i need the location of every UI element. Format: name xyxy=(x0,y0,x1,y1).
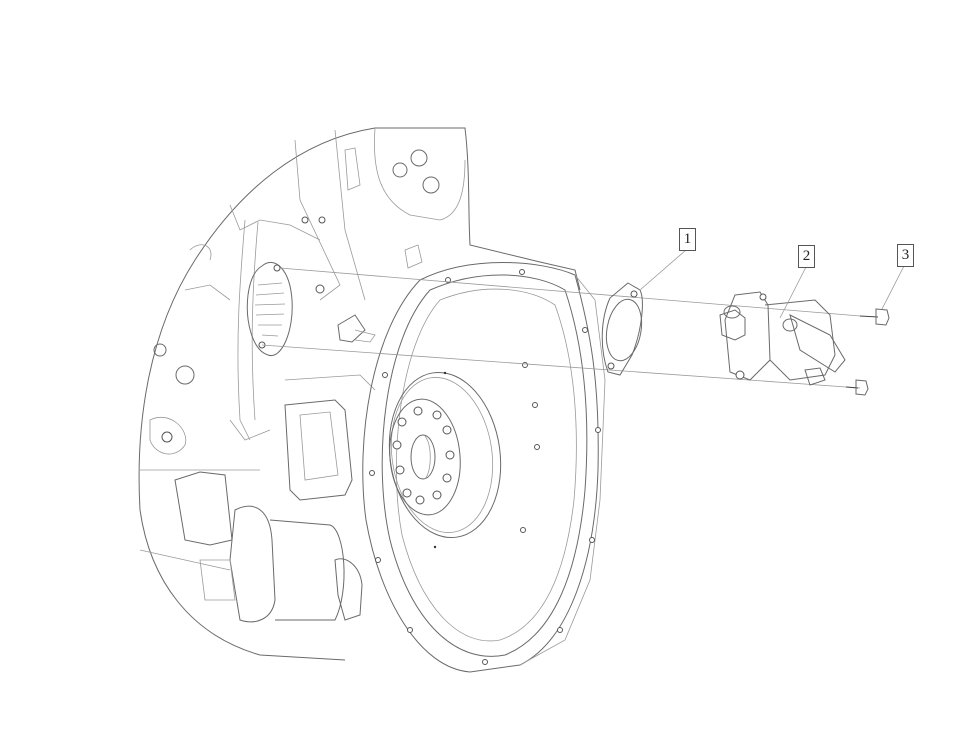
flywheel-housing xyxy=(362,262,606,673)
callout-1-gasket: 1 xyxy=(679,228,696,251)
pump-part-2 xyxy=(719,291,846,386)
flywheel xyxy=(388,371,502,549)
callout-2-pump: 2 xyxy=(798,245,815,268)
gasket-part-1 xyxy=(601,282,643,376)
alignment-lines xyxy=(261,267,861,389)
bolts-part-3 xyxy=(845,308,890,396)
callout-3-bolt: 3 xyxy=(897,244,914,267)
leader-lines xyxy=(639,249,905,319)
engine-block xyxy=(138,127,581,661)
